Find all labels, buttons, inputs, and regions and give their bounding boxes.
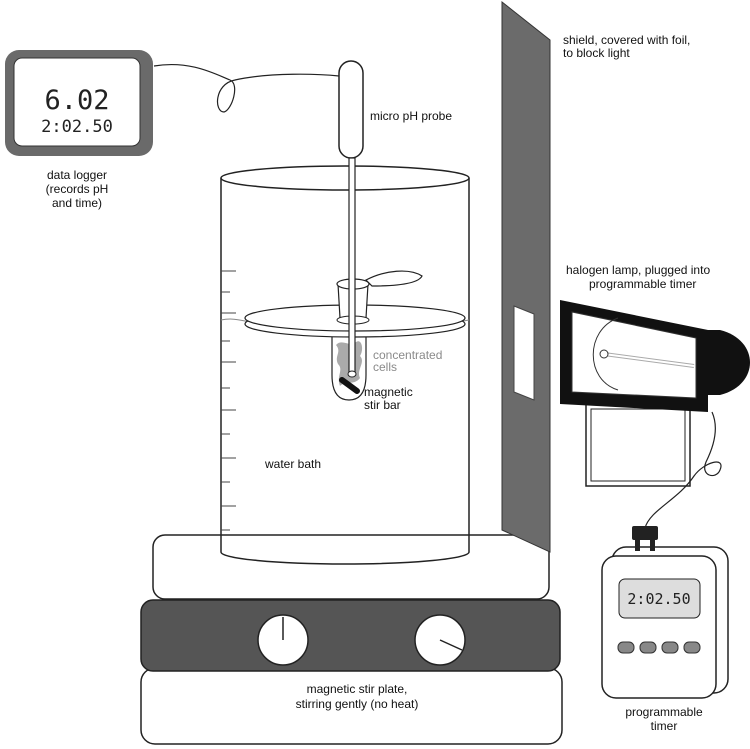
data-logger: 6.02 2:02.50 [5, 50, 153, 156]
stir-plate-label: magnetic stir plate, stirring gently (no… [296, 682, 419, 711]
data-logger-screen [13, 57, 141, 147]
probe-shaft [348, 157, 356, 374]
graduation-marks [221, 270, 236, 531]
lamp-power-cord [644, 411, 722, 529]
light-shield [501, 0, 551, 553]
data-logger-label-line-1: data logger [47, 168, 107, 182]
timer-label-line-2: timer [651, 719, 678, 733]
stir-bar-label-line-1: magnetic [364, 385, 413, 399]
probe-label: micro pH probe [370, 109, 452, 123]
magnetic-stir-bar [339, 377, 360, 394]
halogen-lamp [560, 300, 750, 529]
lamp-reflector [571, 311, 697, 399]
data-logger-label-line-3: and time) [52, 196, 102, 210]
timer-button-1[interactable] [617, 641, 635, 654]
timer-label: programmable timer [625, 705, 703, 733]
probe-handle [338, 60, 364, 159]
shield-label: shield, covered with foil, to block ligh… [563, 33, 690, 60]
programmable-timer: 2:02.50 [601, 526, 729, 699]
tube-lip [364, 270, 423, 287]
shield-label-line-1: shield, covered with foil, [563, 33, 690, 47]
timer-button-2[interactable] [639, 641, 657, 654]
stir-bar-label-line-2: stir bar [364, 398, 401, 412]
data-logger-label: data logger (records pH and time) [46, 168, 109, 210]
stir-bar-label: magnetic stir bar [364, 385, 413, 412]
micro-ph-probe [153, 60, 364, 378]
timer-display: 2:02.50 [627, 590, 690, 608]
probe-cable [153, 63, 340, 113]
lamp-stand [585, 403, 691, 487]
lamp-back-housing [700, 330, 750, 395]
timer-screen [618, 578, 701, 619]
stir-plate-top [152, 534, 550, 600]
timer-body [601, 555, 717, 699]
data-logger-label-line-2: (records pH [46, 182, 109, 196]
cells-label-line-1: concentrated [373, 348, 442, 362]
cells-label: concentrated cells [373, 348, 442, 374]
water-bath-label: water bath [264, 457, 321, 471]
lamp-label-line-2: programmable timer [589, 277, 696, 291]
cells-label-line-2: cells [373, 360, 397, 374]
stir-plate-label-line-2: stirring gently (no heat) [296, 697, 419, 711]
timer-button-4[interactable] [683, 641, 701, 654]
stir-plate-label-line-1: magnetic stir plate, [307, 682, 408, 696]
lamp-label-line-1: halogen lamp, plugged into [566, 263, 710, 277]
timer-button-3[interactable] [661, 641, 679, 654]
timer-label-line-1: programmable [625, 705, 703, 719]
stir-plate-control-panel [140, 599, 561, 672]
timer-plug [632, 526, 658, 551]
shield-label-line-2: to block light [563, 46, 630, 60]
magnetic-stir-plate [140, 534, 563, 745]
stir-speed-knob[interactable] [257, 614, 309, 666]
time-reading: 2:02.50 [41, 117, 113, 137]
lamp-label: halogen lamp, plugged into programmable … [566, 263, 710, 291]
water-bath-cylinder [220, 165, 470, 565]
heat-knob[interactable] [414, 614, 466, 666]
ph-reading: 6.02 [44, 85, 109, 116]
shield-window [513, 305, 535, 401]
